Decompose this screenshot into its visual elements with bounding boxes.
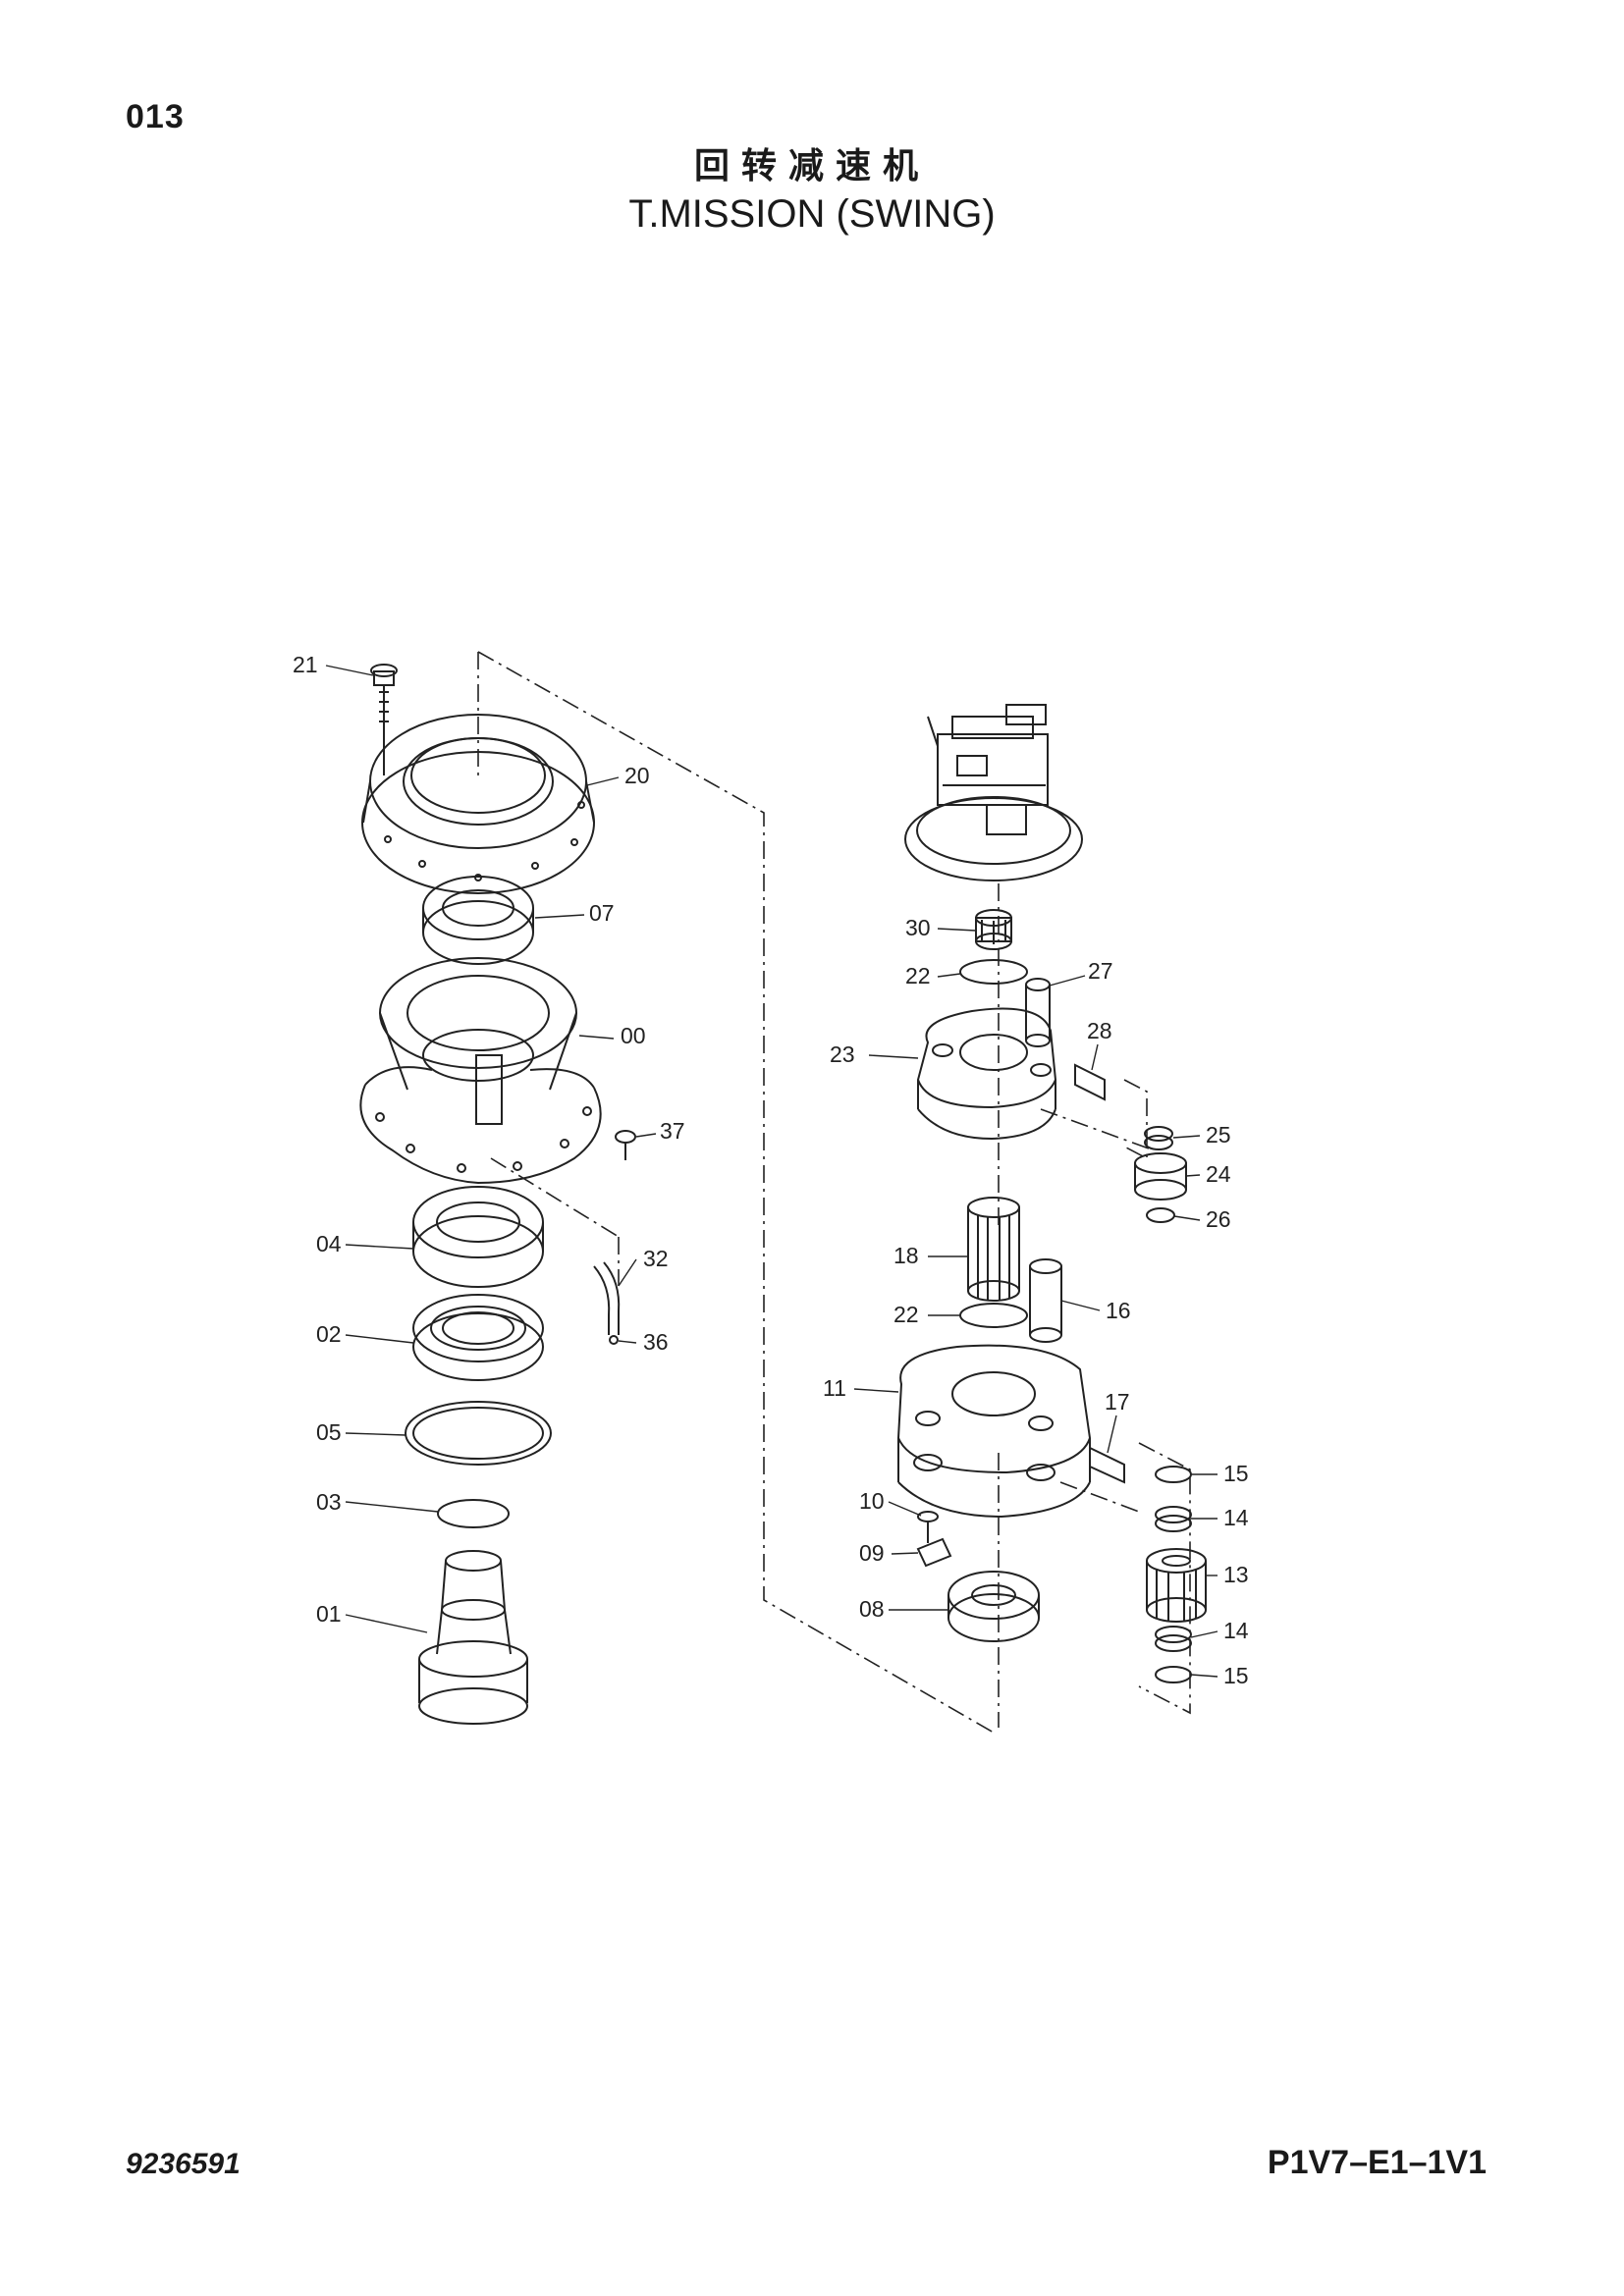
part-seal-02: [412, 1294, 544, 1381]
callout-labels: 21 20 07 00 37 04 32 02 36 05 03 01 30 2…: [293, 652, 1249, 1688]
part-swing-motor: [904, 704, 1083, 881]
part-plate-09: [916, 1537, 952, 1568]
callout-11: 11: [823, 1375, 846, 1401]
part-ring-15-upper: [1155, 1466, 1192, 1483]
callout-37: 37: [660, 1118, 685, 1144]
part-plug-36: [609, 1335, 619, 1345]
callout-22-upper: 22: [905, 963, 931, 988]
callout-09: 09: [859, 1540, 885, 1566]
part-housing-00: [359, 957, 602, 1185]
callout-27: 27: [1088, 958, 1113, 984]
part-shaft-01: [418, 1550, 528, 1725]
leader-lines: [325, 665, 1218, 1678]
part-ring-05: [405, 1401, 552, 1466]
callout-04: 04: [316, 1231, 342, 1256]
callout-15-lower: 15: [1223, 1663, 1249, 1688]
part-ring-gear-20: [361, 714, 595, 894]
callout-36: 36: [643, 1329, 669, 1355]
callout-28: 28: [1087, 1018, 1112, 1043]
document-number: 9236591: [126, 2148, 241, 2180]
part-gear-30: [975, 909, 1012, 950]
callout-25: 25: [1206, 1122, 1231, 1148]
callout-00: 00: [621, 1023, 646, 1048]
part-bearing-04: [412, 1186, 544, 1288]
callout-01: 01: [316, 1601, 342, 1627]
callout-10: 10: [859, 1488, 885, 1514]
part-bearing-07: [422, 876, 534, 965]
part-plate-08: [947, 1571, 1040, 1642]
callout-30: 30: [905, 915, 931, 940]
callout-03: 03: [316, 1489, 342, 1515]
part-ring-26: [1146, 1207, 1175, 1223]
part-ring-22-lower: [959, 1303, 1028, 1328]
part-ring-22-upper: [959, 959, 1028, 985]
callout-17: 17: [1105, 1389, 1130, 1415]
callout-26: 26: [1206, 1206, 1231, 1232]
callout-13: 13: [1223, 1562, 1249, 1587]
callout-15-upper: 15: [1223, 1461, 1249, 1486]
callout-18: 18: [893, 1243, 919, 1268]
part-sun-gear-18: [967, 1197, 1020, 1302]
part-bearing-14-lower: [1155, 1626, 1192, 1652]
callout-20: 20: [624, 763, 650, 788]
part-carrier-23: [916, 1007, 1057, 1141]
page-code: P1V7–E1–1V1: [1267, 2144, 1487, 2181]
part-pin-16: [1029, 1258, 1062, 1343]
callout-24: 24: [1206, 1161, 1231, 1187]
part-oring-03: [437, 1499, 510, 1528]
callout-14-lower: 14: [1223, 1618, 1249, 1643]
part-carrier-11: [896, 1344, 1092, 1519]
part-gear-24: [1134, 1152, 1187, 1201]
callout-14-upper: 14: [1223, 1505, 1249, 1530]
callout-21: 21: [293, 652, 318, 677]
callout-32: 32: [643, 1246, 669, 1271]
part-bolt-10: [917, 1511, 939, 1543]
callout-05: 05: [316, 1419, 342, 1445]
part-bearing-14-upper: [1155, 1506, 1192, 1532]
page-number: 013: [126, 98, 185, 135]
callout-08: 08: [859, 1596, 885, 1622]
title-chinese: 回转减速机: [693, 146, 930, 187]
callout-02: 02: [316, 1321, 342, 1347]
part-bearing-25: [1144, 1126, 1173, 1150]
callout-22-lower: 22: [893, 1302, 919, 1327]
part-gear-13: [1146, 1548, 1207, 1623]
callout-16: 16: [1106, 1298, 1131, 1323]
part-pin-27: [1025, 978, 1051, 1047]
callout-07: 07: [589, 900, 615, 926]
part-plate-17: [1089, 1446, 1125, 1484]
part-bolt-21: [370, 664, 398, 775]
callout-23: 23: [830, 1041, 855, 1067]
assembly-guide-lines: [477, 651, 1191, 1734]
part-ring-15-lower: [1155, 1666, 1192, 1683]
part-pipe-32: [593, 1261, 621, 1335]
title-english: T.MISSION (SWING): [628, 192, 996, 236]
part-plate-28: [1074, 1063, 1106, 1101]
part-plug-37: [615, 1130, 636, 1160]
